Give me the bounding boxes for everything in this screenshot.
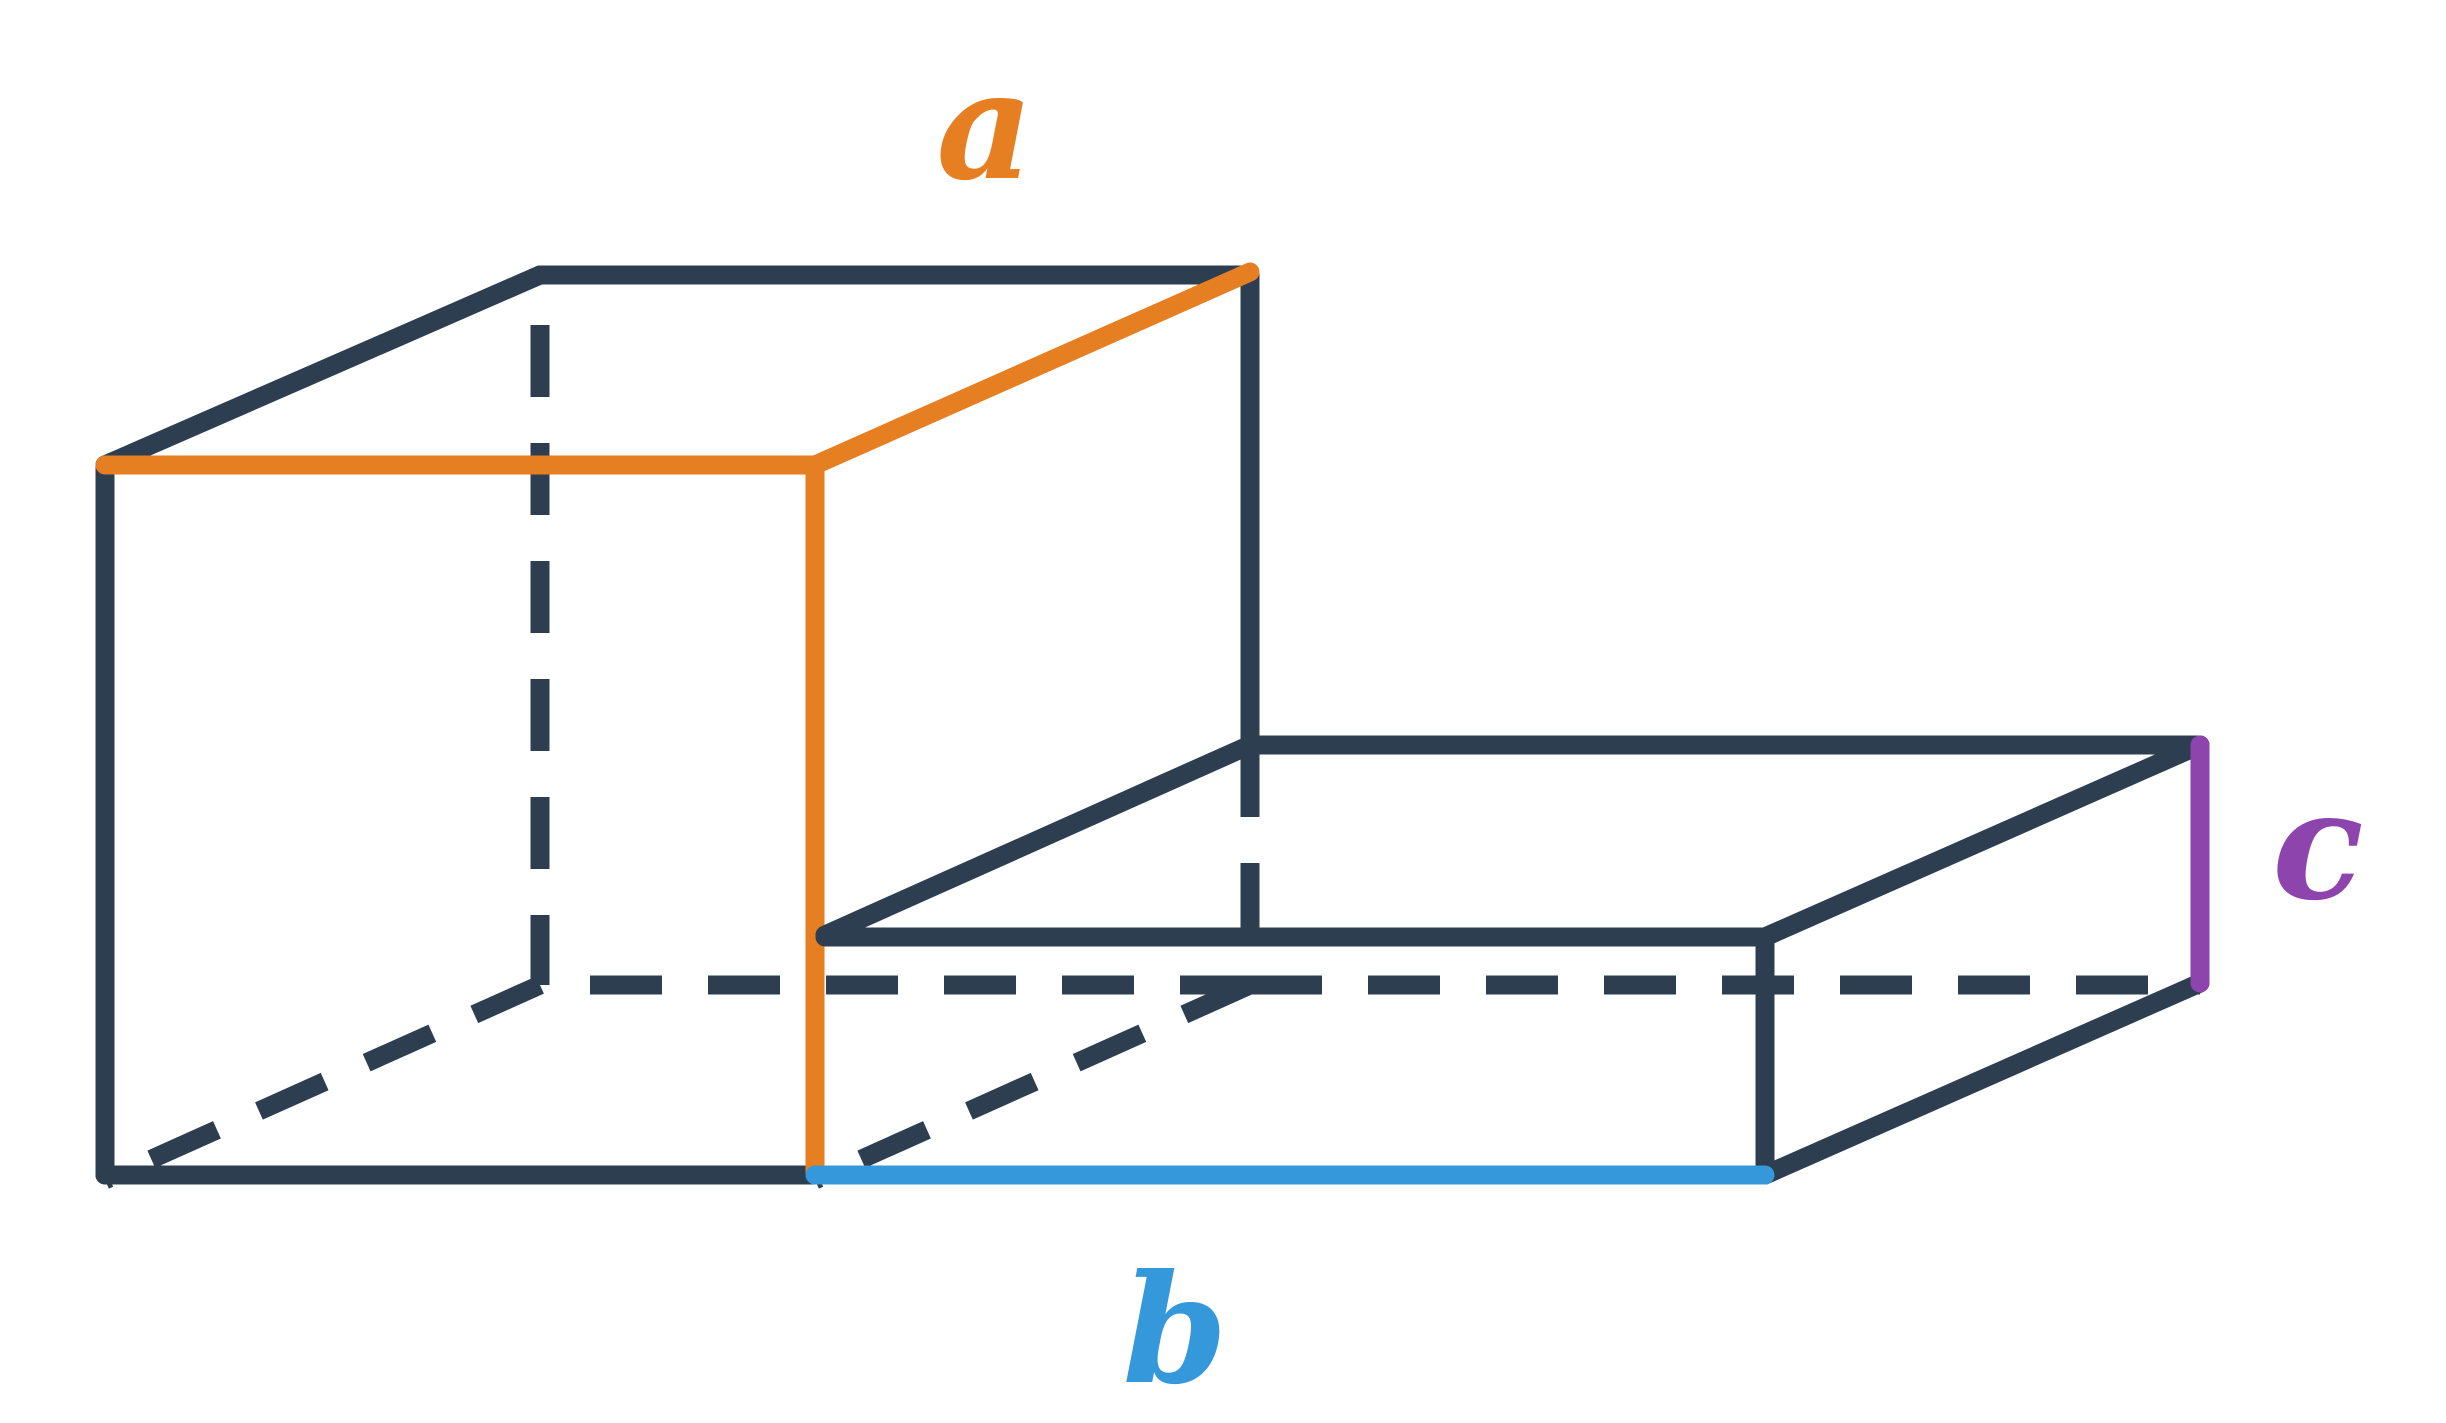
cube xyxy=(95,262,1260,1189)
prism-top-right-depth-edge xyxy=(1755,735,2210,947)
rectangular-prism xyxy=(805,735,2210,1189)
label-c: c xyxy=(2272,758,2363,934)
label-b: b xyxy=(1123,1242,1228,1418)
edge-a-top-right-depth xyxy=(805,262,1260,475)
prism-top-left-depth-edge xyxy=(815,735,1260,945)
cube-hidden-depth-edge xyxy=(101,976,544,1189)
cube-top-left-depth-edge xyxy=(95,265,550,475)
prism-hidden-depth-edge xyxy=(811,976,1254,1189)
label-a: a xyxy=(936,38,1033,214)
prism-bottom-right-depth-edge xyxy=(1755,973,2210,1185)
